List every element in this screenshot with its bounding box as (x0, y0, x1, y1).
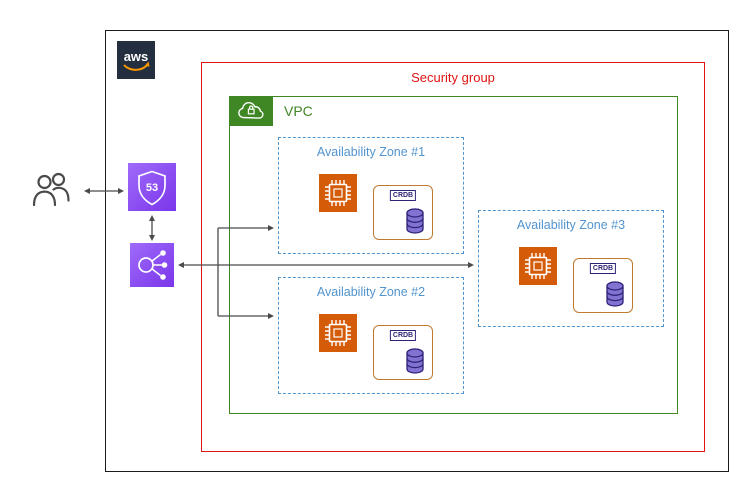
security-group-label: Security group (411, 70, 495, 85)
crdb-node: CRDB (373, 325, 433, 380)
availability-zone-2: Availability Zone #2 CRDB (278, 277, 464, 394)
database-cylinder-icon (406, 208, 424, 234)
database-cylinder-icon (606, 281, 624, 307)
vpc-label: VPC (284, 103, 313, 119)
ec2-chip-icon (519, 247, 557, 285)
route53-shield-icon: 53 (128, 163, 176, 211)
crdb-label: CRDB (389, 190, 417, 201)
aws-logo: aws (117, 41, 155, 79)
load-balancer-icon (130, 243, 174, 287)
vpc-cloud-lock-icon (229, 96, 273, 126)
vpc-boundary: VPC (229, 96, 678, 414)
availability-zone-3-label: Availability Zone #3 (516, 218, 626, 232)
availability-zone-3: Availability Zone #3 CRDB (478, 210, 664, 327)
aws-logo-text: aws (124, 49, 149, 64)
aws-cloud-boundary (105, 30, 729, 472)
crdb-label: CRDB (389, 330, 417, 341)
availability-zone-2-label: Availability Zone #2 (316, 285, 426, 299)
crdb-node: CRDB (373, 185, 433, 240)
users-icon (28, 166, 76, 214)
route53-badge: 53 (146, 182, 158, 194)
aws-logo-icon: aws (123, 49, 150, 71)
ec2-chip-icon (319, 174, 357, 212)
security-group-boundary: Security group (201, 62, 705, 452)
availability-zone-1: Availability Zone #1 CRDB (278, 137, 464, 254)
crdb-label: CRDB (589, 263, 617, 274)
crdb-node: CRDB (573, 258, 633, 313)
ec2-chip-icon (319, 314, 357, 352)
database-cylinder-icon (406, 348, 424, 374)
availability-zone-1-label: Availability Zone #1 (316, 145, 426, 159)
